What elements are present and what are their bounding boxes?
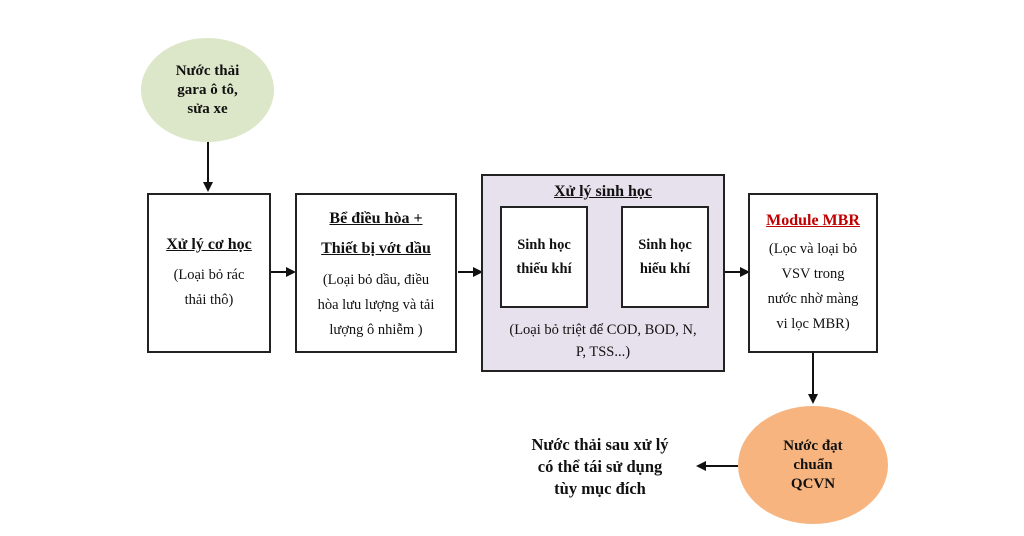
mechanical-title: Xử lý cơ học [166, 236, 252, 253]
standard-line: QCVN [790, 475, 836, 492]
equalization-title-line: Thiết bị vớt dầu [321, 239, 431, 257]
mbr-desc-line: VSV trong [781, 266, 845, 282]
equalization-desc-line: lượng ô nhiễm ) [329, 321, 423, 338]
equalization-desc-line: (Loại bỏ dầu, điều [322, 271, 430, 288]
aerobic-line: hiếu khí [639, 261, 691, 277]
mbr-desc-line: (Lọc và loại bỏ [768, 241, 858, 257]
source-line: Nước thải [175, 62, 240, 79]
output-line: tùy mục đích [554, 479, 646, 498]
source-line: sửa xe [187, 100, 228, 117]
source-line: gara ô tô, [177, 81, 238, 98]
biological-treatment-box: Xử lý sinh học Sinh học thiếu khí Sinh h… [481, 174, 725, 372]
source-wastewater-node: Nước thải gara ô tô, sửa xe [141, 38, 274, 142]
standard-line: Nước đạt [783, 437, 843, 454]
equalization-tank-box: Bể điều hòa + Thiết bị vớt dầu (Loại bỏ … [295, 193, 457, 353]
output-line: Nước thải sau xử lý [531, 435, 669, 454]
equalization-desc-line: hòa lưu lượng và tải [317, 296, 435, 313]
biological-desc-line: (Loại bỏ triệt để COD, BOD, N, [509, 322, 697, 338]
mbr-title: Module MBR [766, 212, 860, 229]
output-description: Nước thải sau xử lý có thể tái sử dụng t… [505, 434, 695, 500]
anoxic-line: thiếu khí [516, 261, 572, 277]
aerobic-line: Sinh học [638, 237, 692, 253]
mechanical-desc-line: (Loại bỏ rác [173, 267, 245, 283]
biological-desc-line: P, TSS...) [575, 344, 631, 360]
mechanical-treatment-box: Xử lý cơ học (Loại bỏ rác thải thô) [147, 193, 271, 353]
aerobic-box: Sinh học hiếu khí [621, 206, 709, 308]
anoxic-line: Sinh học [517, 237, 571, 253]
anoxic-box: Sinh học thiếu khí [500, 206, 588, 308]
biological-title: Xử lý sinh học [553, 183, 653, 200]
mbr-module-box: Module MBR (Lọc và loại bỏ VSV trong nướ… [748, 193, 878, 353]
equalization-title-line: Bể điều hòa + [329, 209, 423, 227]
mbr-desc-line: vi lọc MBR) [776, 316, 850, 332]
mechanical-desc-line: thải thô) [184, 292, 234, 308]
mbr-desc-line: nước nhờ màng [767, 291, 859, 307]
output-line: có thể tái sử dụng [537, 457, 663, 476]
standard-line: chuẩn [793, 456, 833, 473]
standard-water-node: Nước đạt chuẩn QCVN [738, 406, 888, 524]
